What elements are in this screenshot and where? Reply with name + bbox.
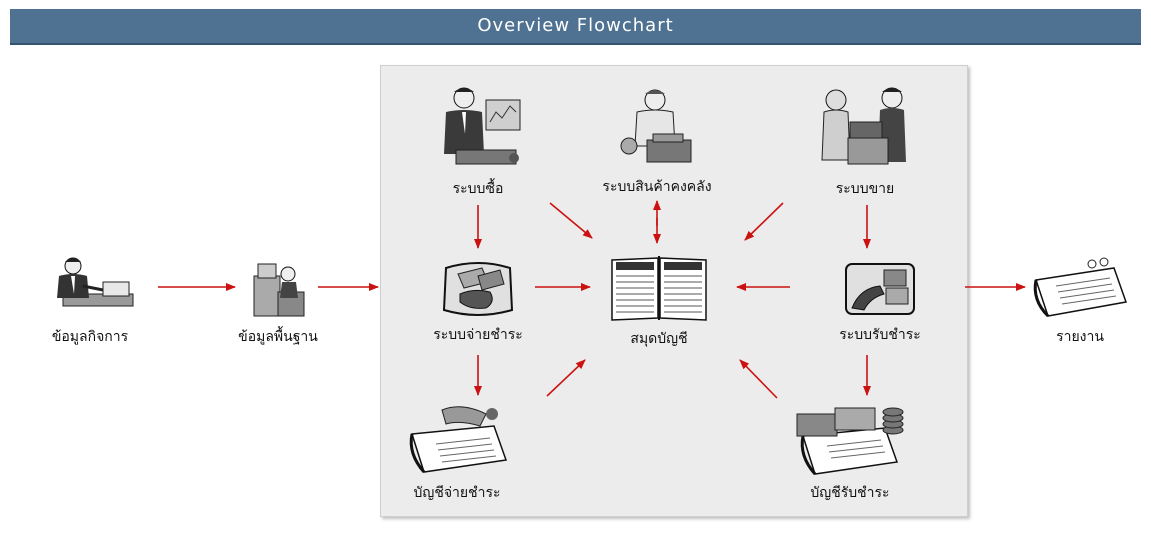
header-bar: Overview Flowchart bbox=[10, 9, 1141, 45]
node-label: ข้อมูลกิจการ bbox=[51, 329, 129, 345]
customer-at-counter-icon bbox=[821, 87, 906, 165]
node-label: ระบบจ่ายชำระ bbox=[433, 327, 523, 343]
ledger-with-money-stack-icon bbox=[796, 407, 904, 475]
node-ledger: สมุดบัญชี bbox=[598, 254, 720, 350]
node-inventory: ระบบสินค้าคงคลัง bbox=[592, 86, 722, 198]
node-payment: ระบบจ่ายชำระ bbox=[418, 258, 538, 346]
node-business-info: ข้อมูลกิจการ bbox=[30, 254, 150, 348]
desk-calendar-report-icon bbox=[1033, 257, 1128, 318]
person-with-file-boxes-icon bbox=[253, 263, 305, 317]
node-label: บัญชีจ่ายชำระ bbox=[413, 485, 501, 501]
businessman-presenting-icon bbox=[443, 87, 520, 165]
person-at-desk-icon bbox=[56, 257, 133, 307]
open-ledger-book-icon bbox=[611, 256, 707, 321]
node-master-data: ข้อมูลพื้นฐาน bbox=[218, 254, 338, 348]
page-title: Overview Flowchart bbox=[477, 15, 674, 36]
node-label: สมุดบัญชี bbox=[630, 331, 688, 347]
node-label: บัญชีรับชำระ bbox=[810, 485, 890, 501]
node-payment-account: บัญชีจ่ายชำระ bbox=[392, 400, 522, 504]
arrow-receipt-account-to-ledger bbox=[739, 359, 778, 399]
ledger-with-cash-icon bbox=[409, 406, 508, 473]
node-receipt: ระบบรับชำระ bbox=[820, 258, 940, 346]
node-report: รายงาน bbox=[1020, 256, 1140, 348]
arrow-purchase-to-ledger bbox=[549, 202, 593, 239]
node-label: ระบบสินค้าคงคลัง bbox=[602, 179, 712, 195]
arrow-sales-to-ledger bbox=[744, 202, 784, 241]
node-sales: ระบบขาย bbox=[805, 82, 925, 200]
clerk-with-register-icon bbox=[620, 89, 692, 163]
hand-paying-cash-icon bbox=[442, 262, 514, 316]
node-purchase: ระบบซื้อ bbox=[418, 82, 538, 200]
hand-receiving-money-icon bbox=[845, 263, 915, 315]
node-label: ข้อมูลพื้นฐาน bbox=[238, 329, 318, 345]
node-label: ระบบซื้อ bbox=[452, 181, 504, 197]
node-receipt-account: บัญชีรับชำระ bbox=[780, 400, 920, 504]
node-label: รายงาน bbox=[1056, 329, 1104, 345]
arrow-payment-account-to-ledger bbox=[546, 359, 586, 397]
node-label: ระบบขาย bbox=[835, 181, 895, 197]
node-label: ระบบรับชำระ bbox=[839, 327, 921, 343]
